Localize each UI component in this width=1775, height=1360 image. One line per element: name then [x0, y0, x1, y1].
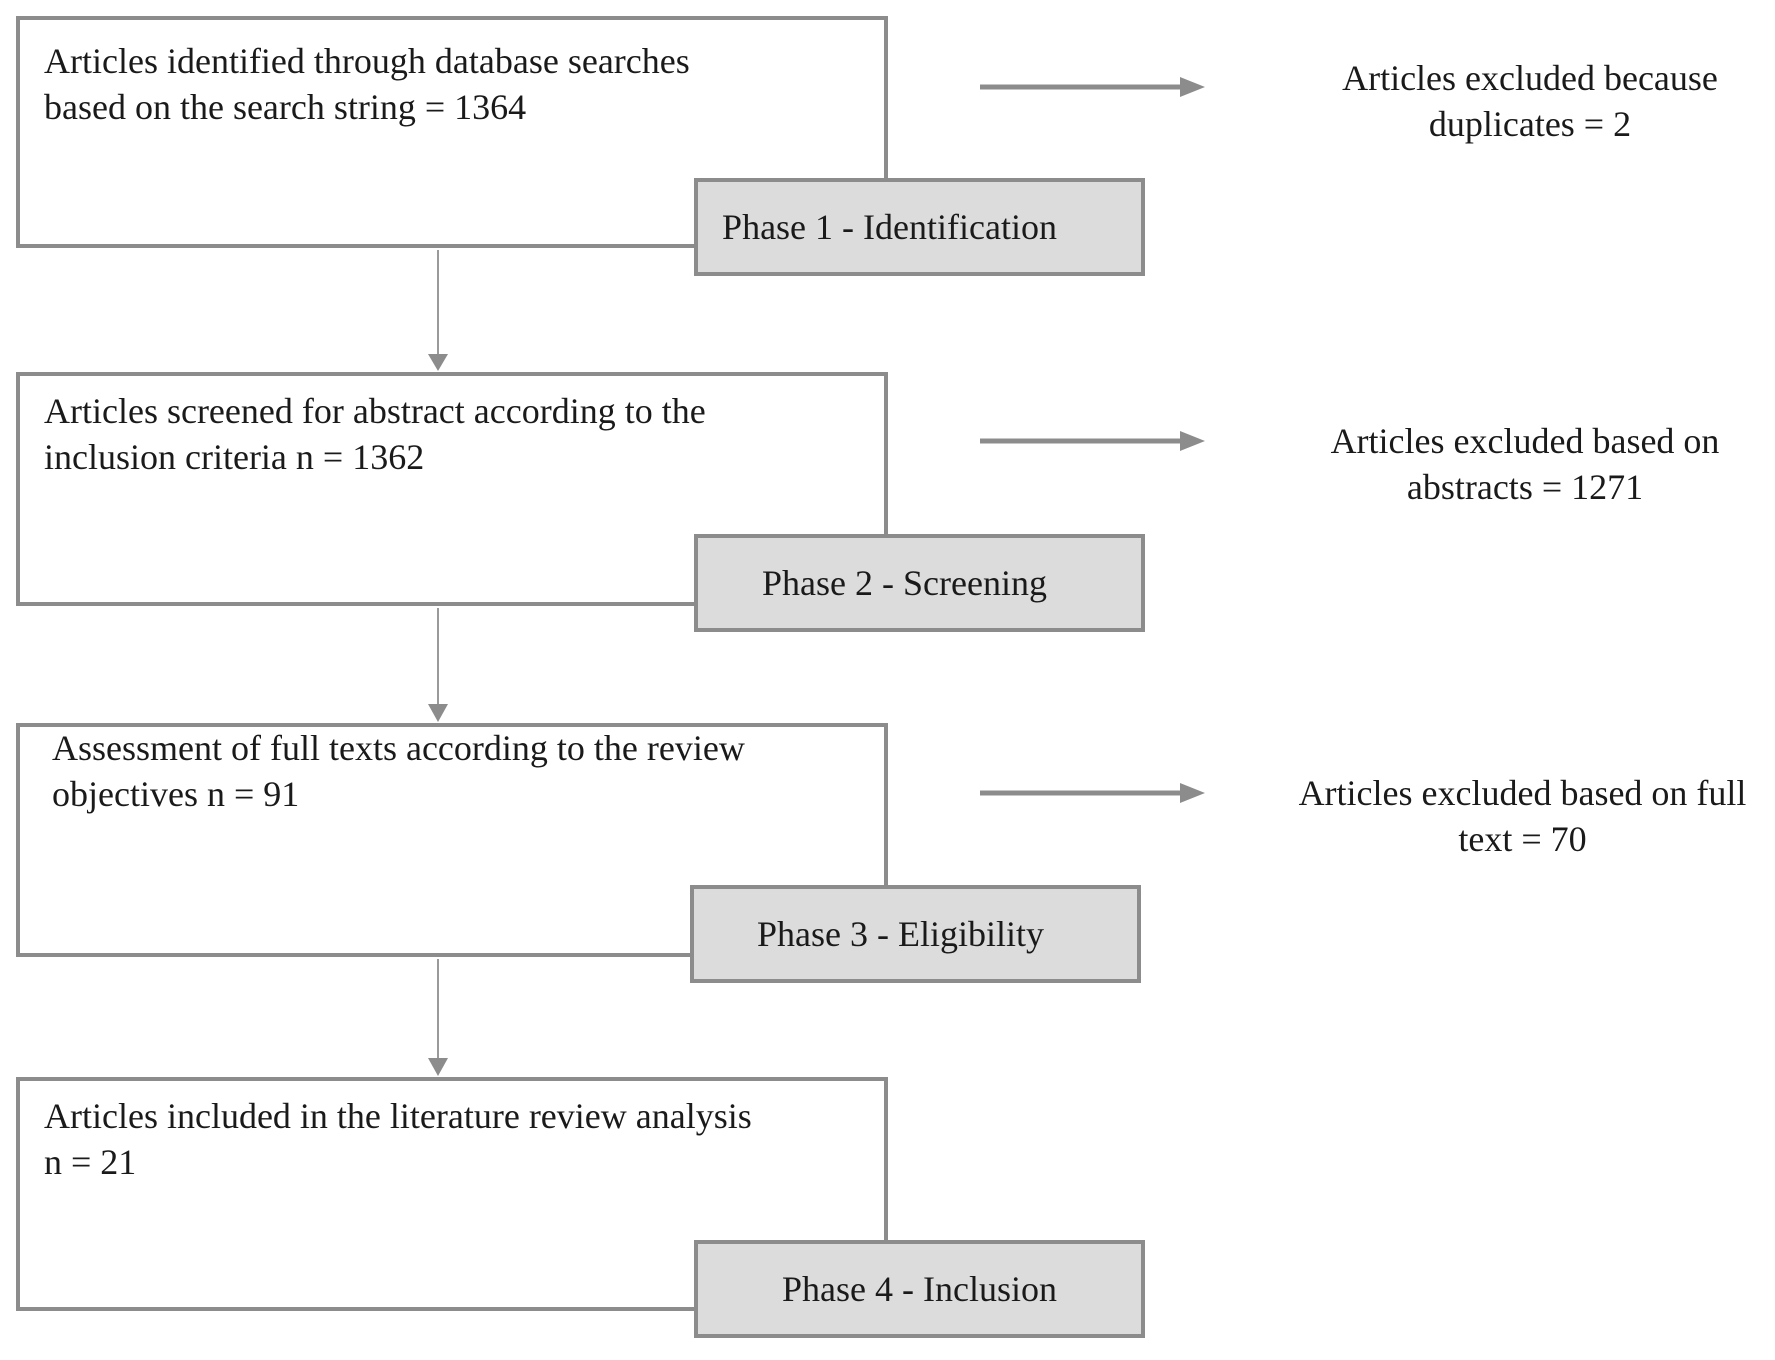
identification-box-text: Articles identified through database sea…: [44, 38, 690, 130]
inclusion-line-2: n = 21: [44, 1142, 137, 1182]
phase-4-label: Phase 4 - Inclusion: [694, 1240, 1145, 1338]
excluded-abstracts-line-2: abstracts = 1271: [1406, 467, 1644, 507]
excluded-full-text-line-2: text = 70: [1458, 819, 1587, 859]
exclusion-arrow-3: [980, 783, 1205, 803]
inclusion-box-text: Articles included in the literature revi…: [44, 1093, 752, 1185]
flow-arrow-1-to-2: [428, 250, 448, 371]
exclusion-arrow-2: [980, 431, 1205, 451]
screening-line-1: Articles screened for abstract according…: [44, 391, 706, 431]
excluded-duplicates-line-2: duplicates = 2: [1428, 104, 1632, 144]
inclusion-line-1: Articles included in the literature revi…: [44, 1096, 752, 1136]
exclusion-arrow-1: [980, 77, 1205, 97]
identification-line-2: based on the search string = 1364: [44, 87, 527, 127]
phase-3-label: Phase 3 - Eligibility: [690, 885, 1141, 983]
excluded-full-text-text: Articles excluded based on full text = 7…: [1270, 770, 1775, 862]
excluded-abstracts-text: Articles excluded based on abstracts = 1…: [1280, 418, 1770, 510]
flow-arrow-2-to-3: [428, 608, 448, 722]
excluded-abstracts-line-1: Articles excluded based on: [1330, 421, 1720, 461]
eligibility-line-1: Assessment of full texts according to th…: [52, 728, 745, 768]
excluded-full-text-line-1: Articles excluded based on full: [1298, 773, 1747, 813]
eligibility-line-2: objectives n = 91: [52, 774, 300, 814]
inclusion-box: [16, 1077, 888, 1311]
flow-arrow-3-to-4: [428, 959, 448, 1076]
phase-1-label: Phase 1 - Identification: [694, 178, 1145, 276]
eligibility-box-text: Assessment of full texts according to th…: [52, 725, 745, 817]
excluded-duplicates-text: Articles excluded because duplicates = 2: [1310, 55, 1750, 147]
identification-line-1: Articles identified through database sea…: [44, 41, 690, 81]
excluded-duplicates-line-1: Articles excluded because: [1342, 58, 1718, 98]
screening-box-text: Articles screened for abstract according…: [44, 388, 706, 480]
screening-line-2: inclusion criteria n = 1362: [44, 437, 425, 477]
phase-2-label: Phase 2 - Screening: [694, 534, 1145, 632]
